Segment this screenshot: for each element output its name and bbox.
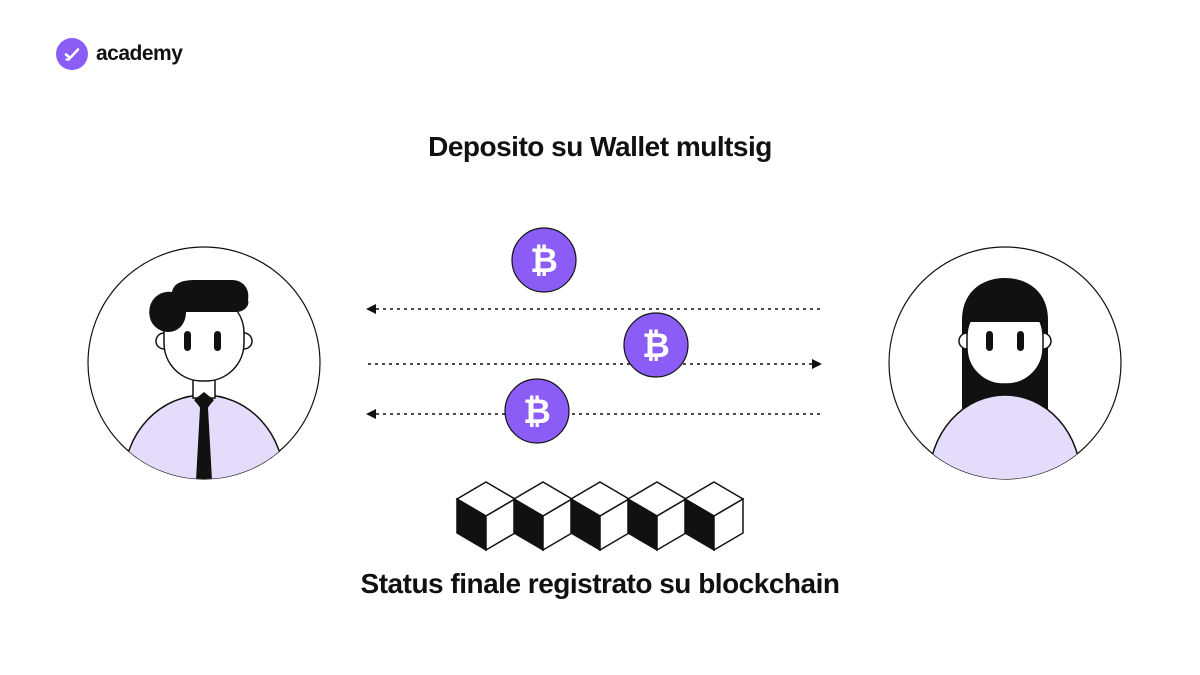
block-cube-icon (512, 481, 574, 552)
svg-text:₿: ₿ (523, 392, 551, 432)
block-cube-icon (626, 481, 688, 552)
svg-text:₿: ₿ (530, 241, 558, 281)
arrow-right-icon (812, 359, 822, 369)
bitcoin-icon: ₿ (623, 312, 689, 378)
diagram-title: Deposito su Wallet multsig (428, 131, 772, 162)
checkmark-icon (56, 38, 88, 70)
svg-text:₿: ₿ (642, 326, 670, 366)
brand-logo: academy (56, 38, 183, 70)
arrow-left-icon (366, 304, 376, 314)
transfer-arrow-2 (368, 359, 822, 369)
block-cube-icon (455, 481, 517, 552)
transfer-arrow-1 (366, 304, 820, 314)
bitcoin-icon: ₿ (504, 378, 570, 444)
transfer-arrow-3 (366, 409, 820, 419)
brand-name: academy (96, 42, 183, 65)
arrow-left-icon (366, 409, 376, 419)
man-avatar-icon (87, 246, 321, 480)
blockchain-chain (455, 481, 745, 552)
woman-avatar-icon (888, 246, 1122, 480)
diagram-caption: Status finale registrato su blockchain (360, 568, 840, 599)
block-cube-icon (683, 481, 745, 552)
block-cube-icon (569, 481, 631, 552)
bitcoin-icon: ₿ (511, 227, 577, 293)
